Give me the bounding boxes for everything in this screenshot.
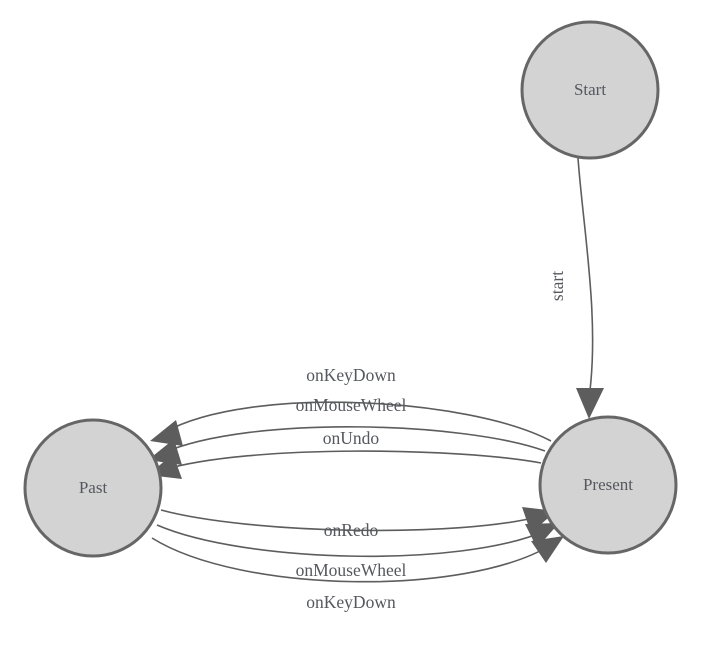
edge-label-e-past-present-keydown: onKeyDown xyxy=(306,592,396,612)
edge-e-past-present-keydown xyxy=(151,537,552,583)
node-past[interactable]: Past xyxy=(23,418,163,558)
node-label-present: Present xyxy=(583,475,633,494)
node-circle-past xyxy=(23,418,163,558)
node-present[interactable]: Present xyxy=(538,415,678,555)
edge-label-e-past-present-redo: onRedo xyxy=(324,520,379,540)
node-start[interactable]: Start xyxy=(520,20,660,160)
edge-label-e-present-past-mousewheel: onMouseWheel xyxy=(296,395,407,415)
arrowhead-e-present-past-keydown xyxy=(150,420,183,446)
edge-e-present-past-keydown xyxy=(164,401,552,442)
edge-label-e-past-present-mousewheel: onMouseWheel xyxy=(296,560,407,580)
edge-label-e-present-past-keydown: onKeyDown xyxy=(306,365,396,385)
edge-labels-layer: start onKeyDown onMouseWheel onUndo onRedo on… xyxy=(296,271,567,612)
edge-label-e-start-present: start xyxy=(547,271,567,301)
edge-e-present-past-mousewheel xyxy=(162,426,546,454)
edge-e-past-present-redo xyxy=(160,509,542,532)
edges-layer xyxy=(151,157,594,583)
arrowhead-e-past-present-keydown xyxy=(531,536,564,563)
edge-e-start-present xyxy=(577,157,594,399)
edge-e-past-present-mousewheel xyxy=(156,524,546,558)
arrowhead-e-start-present xyxy=(576,388,604,419)
node-label-past: Past xyxy=(79,478,108,497)
edge-e-present-past-undo xyxy=(162,450,542,471)
node-circle-start xyxy=(520,20,660,160)
node-circle-present xyxy=(538,415,678,555)
arrowhead-e-past-present-mousewheel xyxy=(525,523,559,548)
node-label-start: Start xyxy=(574,80,606,99)
edge-label-e-present-past-undo: onUndo xyxy=(323,428,380,448)
